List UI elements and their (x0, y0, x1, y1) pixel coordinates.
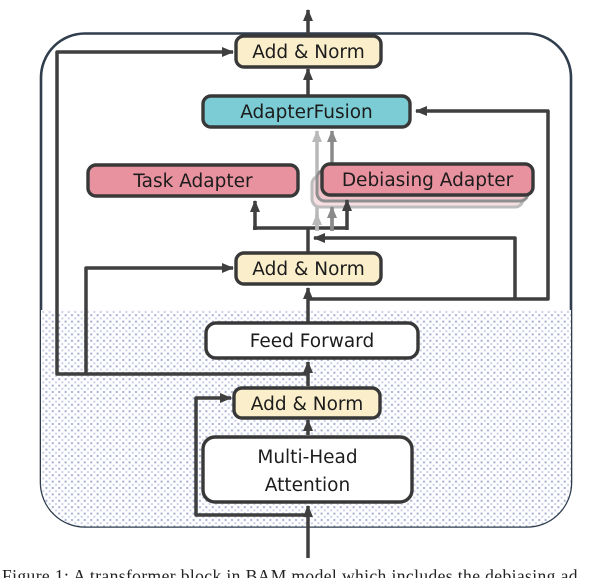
adapterfusion-box (201, 94, 412, 129)
multi-head-attention-label-line1: Multi-Head (257, 447, 357, 468)
residual-to-adapterfusion (308, 106, 550, 301)
debiasing-adapter-label: Debiasing Adapter (342, 170, 514, 191)
add-norm-top-label: Add & Norm (252, 42, 364, 63)
figure-caption: Figure 1: A transformer block in BAM mod… (2, 566, 578, 578)
add-norm-bottom-label: Add & Norm (251, 394, 363, 415)
task-adapter-label: Task Adapter (132, 171, 253, 192)
task-adapter-box (86, 163, 300, 198)
feed-forward-box (204, 321, 420, 360)
add-norm-top-box (234, 34, 383, 69)
multi-head-attention-label-line2: Attention (265, 475, 350, 496)
adapterfusion-label: AdapterFusion (240, 102, 373, 123)
feed-forward-label: Feed Forward (250, 331, 374, 352)
debiasing-adapter-box (320, 162, 535, 197)
add-norm-bottom-box (232, 386, 382, 420)
skip-connection-to-middle-add-norm (84, 263, 234, 374)
skip-connection-to-bottom-add-norm (194, 393, 308, 517)
residual-to-adapter-input (313, 233, 517, 299)
multi-head-attention-box (201, 435, 414, 504)
skip-connection-to-top-add-norm (55, 47, 308, 376)
add-norm-middle-label: Add & Norm (252, 259, 364, 280)
add-norm-middle-box (234, 251, 383, 286)
